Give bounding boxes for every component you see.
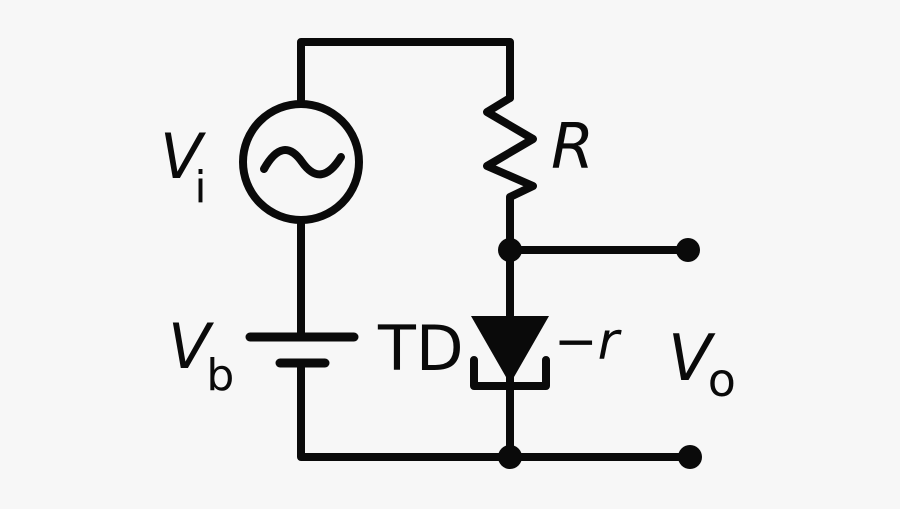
label-output-voltage-sub: o — [708, 353, 736, 407]
label-bias-battery-main: V — [168, 310, 215, 383]
wire-top — [297, 38, 514, 108]
label-output-voltage: Vo — [668, 322, 736, 407]
label-bias-battery: Vb — [168, 310, 234, 401]
resistor-zigzag — [483, 94, 537, 254]
label-bias-battery-sub: b — [206, 350, 234, 401]
wire-layer — [239, 38, 694, 461]
sine-wave-icon — [260, 146, 345, 179]
junction-node-bottom — [498, 445, 522, 469]
tunnel-diode-triangle-icon — [471, 316, 549, 384]
tunnel-diode-cathode-bracket — [470, 356, 550, 390]
label-input-source: Vi — [160, 120, 207, 213]
junction-node-top — [498, 238, 522, 262]
output-terminal-top — [676, 238, 700, 262]
label-resistor: R — [551, 110, 594, 183]
fill-layer — [471, 238, 702, 469]
label-tunnel-diode: TD — [377, 312, 464, 385]
output-terminal-bottom — [678, 445, 702, 469]
wire-bottom-rail — [297, 363, 694, 461]
label-input-source-main: V — [160, 120, 207, 193]
label-negative-resistance: −r — [554, 312, 623, 372]
label-output-voltage-main: V — [668, 322, 716, 396]
label-input-source-sub: i — [194, 162, 206, 213]
label-layer: Vi Vb R TD −r Vo — [160, 110, 736, 407]
